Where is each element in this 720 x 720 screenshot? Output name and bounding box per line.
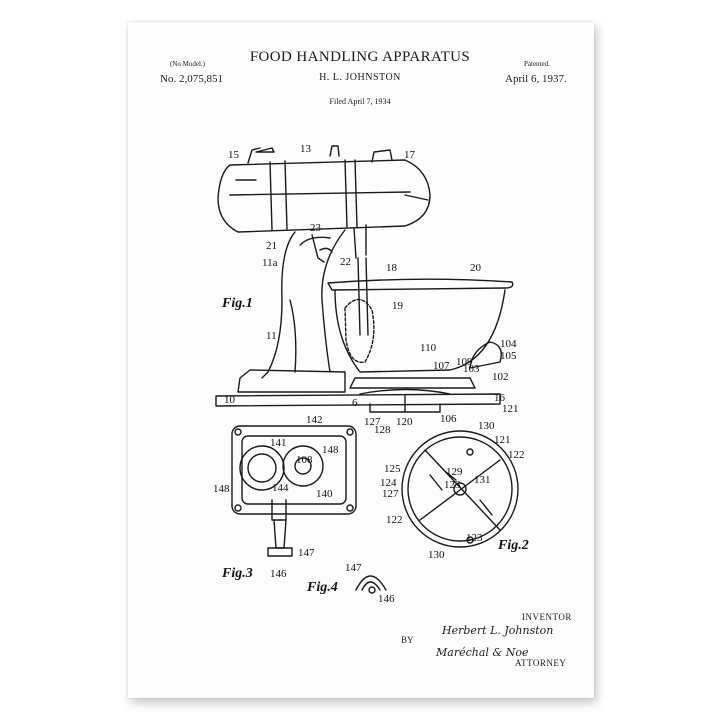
- patent-date: April 6, 1937.: [505, 73, 567, 85]
- ref-numeral: 142: [306, 414, 323, 426]
- mixer-bowl: [327, 278, 514, 389]
- ref-numeral: 16: [494, 392, 505, 404]
- no-model-label: (No Model.): [170, 60, 205, 68]
- ref-numeral: 107: [433, 360, 450, 372]
- ref-numeral: 148: [213, 483, 230, 495]
- ref-numeral: 148: [322, 444, 339, 456]
- mixer-base: [215, 369, 501, 413]
- ref-numeral: 17: [404, 149, 415, 161]
- ref-numeral: 130: [478, 420, 495, 432]
- ref-numeral: 121: [494, 434, 511, 446]
- fig1-label: Fig.1: [222, 296, 253, 311]
- ref-numeral: 123: [444, 479, 461, 491]
- ref-numeral: 124: [380, 477, 397, 489]
- attorney-signature: Maréchal & Noe: [436, 646, 529, 659]
- filed-date: Filed April 7, 1934: [329, 97, 391, 106]
- ref-numeral: 127: [364, 416, 381, 428]
- attorney-label: ATTORNEY: [515, 658, 567, 668]
- ref-numeral: 6: [352, 397, 358, 409]
- ref-numeral: 103: [463, 363, 480, 375]
- ref-numeral: 19: [392, 300, 403, 312]
- ref-numeral: 13: [300, 143, 311, 155]
- ref-numeral: 22: [340, 256, 351, 268]
- fig4-label: Fig.4: [307, 580, 338, 595]
- ref-numeral: 128: [374, 424, 391, 436]
- ref-numeral: 108: [296, 454, 313, 466]
- ref-numeral: 144: [272, 482, 289, 494]
- ref-numeral: 147: [345, 562, 362, 574]
- ref-numeral: 146: [270, 568, 287, 580]
- ref-numeral: 10: [224, 394, 235, 406]
- patent-title: FOOD HANDLING APPARATUS: [249, 49, 471, 65]
- ref-numeral: 102: [492, 371, 509, 383]
- ref-numeral: 109: [456, 356, 473, 368]
- ref-numeral: 18: [386, 262, 397, 274]
- inventor-name: H. L. JOHNSTON: [319, 72, 401, 83]
- ref-numeral: 23: [310, 222, 321, 234]
- ref-numeral: 131: [474, 474, 491, 486]
- ref-numeral: 104: [500, 338, 517, 350]
- inventor-label: INVENTOR: [522, 612, 572, 622]
- gearbox-housing: [231, 425, 357, 557]
- ref-numeral: 105: [500, 350, 517, 362]
- fig2-label: Fig.2: [498, 538, 529, 553]
- ref-numeral: 106: [440, 413, 457, 425]
- by-label: BY: [401, 635, 414, 645]
- mixer-head: [217, 145, 431, 233]
- ref-numeral: 11a: [262, 257, 278, 269]
- patent-print: [128, 22, 594, 698]
- ref-numeral: 123: [466, 532, 483, 544]
- ref-numeral: 21: [266, 240, 277, 252]
- ref-numeral: 129: [446, 466, 463, 478]
- patent-number: No. 2,075,851: [160, 73, 223, 85]
- ref-numeral: 121: [502, 403, 519, 415]
- fig4-dial: [355, 575, 387, 594]
- rotor-plate: [401, 430, 519, 548]
- ref-numeral: 140: [316, 488, 333, 500]
- ref-numeral: 146: [378, 593, 395, 605]
- ref-numeral: 125: [384, 463, 401, 475]
- ref-numeral: 20: [470, 262, 481, 274]
- ref-numeral: 122: [386, 514, 403, 526]
- fig3-label: Fig.3: [222, 566, 253, 581]
- ref-numeral: 110: [420, 342, 437, 354]
- patented-label: Patented.: [524, 60, 550, 68]
- ref-numeral: 120: [396, 416, 413, 428]
- ref-numeral: 11: [266, 330, 277, 342]
- ref-numeral: 15: [228, 149, 239, 161]
- ref-numeral: 127: [382, 488, 399, 500]
- mixer-pedestal: [261, 224, 369, 379]
- ref-numeral: 147: [298, 547, 315, 559]
- inventor-signature: Herbert L. Johnston: [442, 624, 554, 637]
- ref-numeral: 130: [428, 549, 445, 561]
- ref-numeral: 122: [508, 449, 525, 461]
- ref-numeral: 141: [270, 437, 287, 449]
